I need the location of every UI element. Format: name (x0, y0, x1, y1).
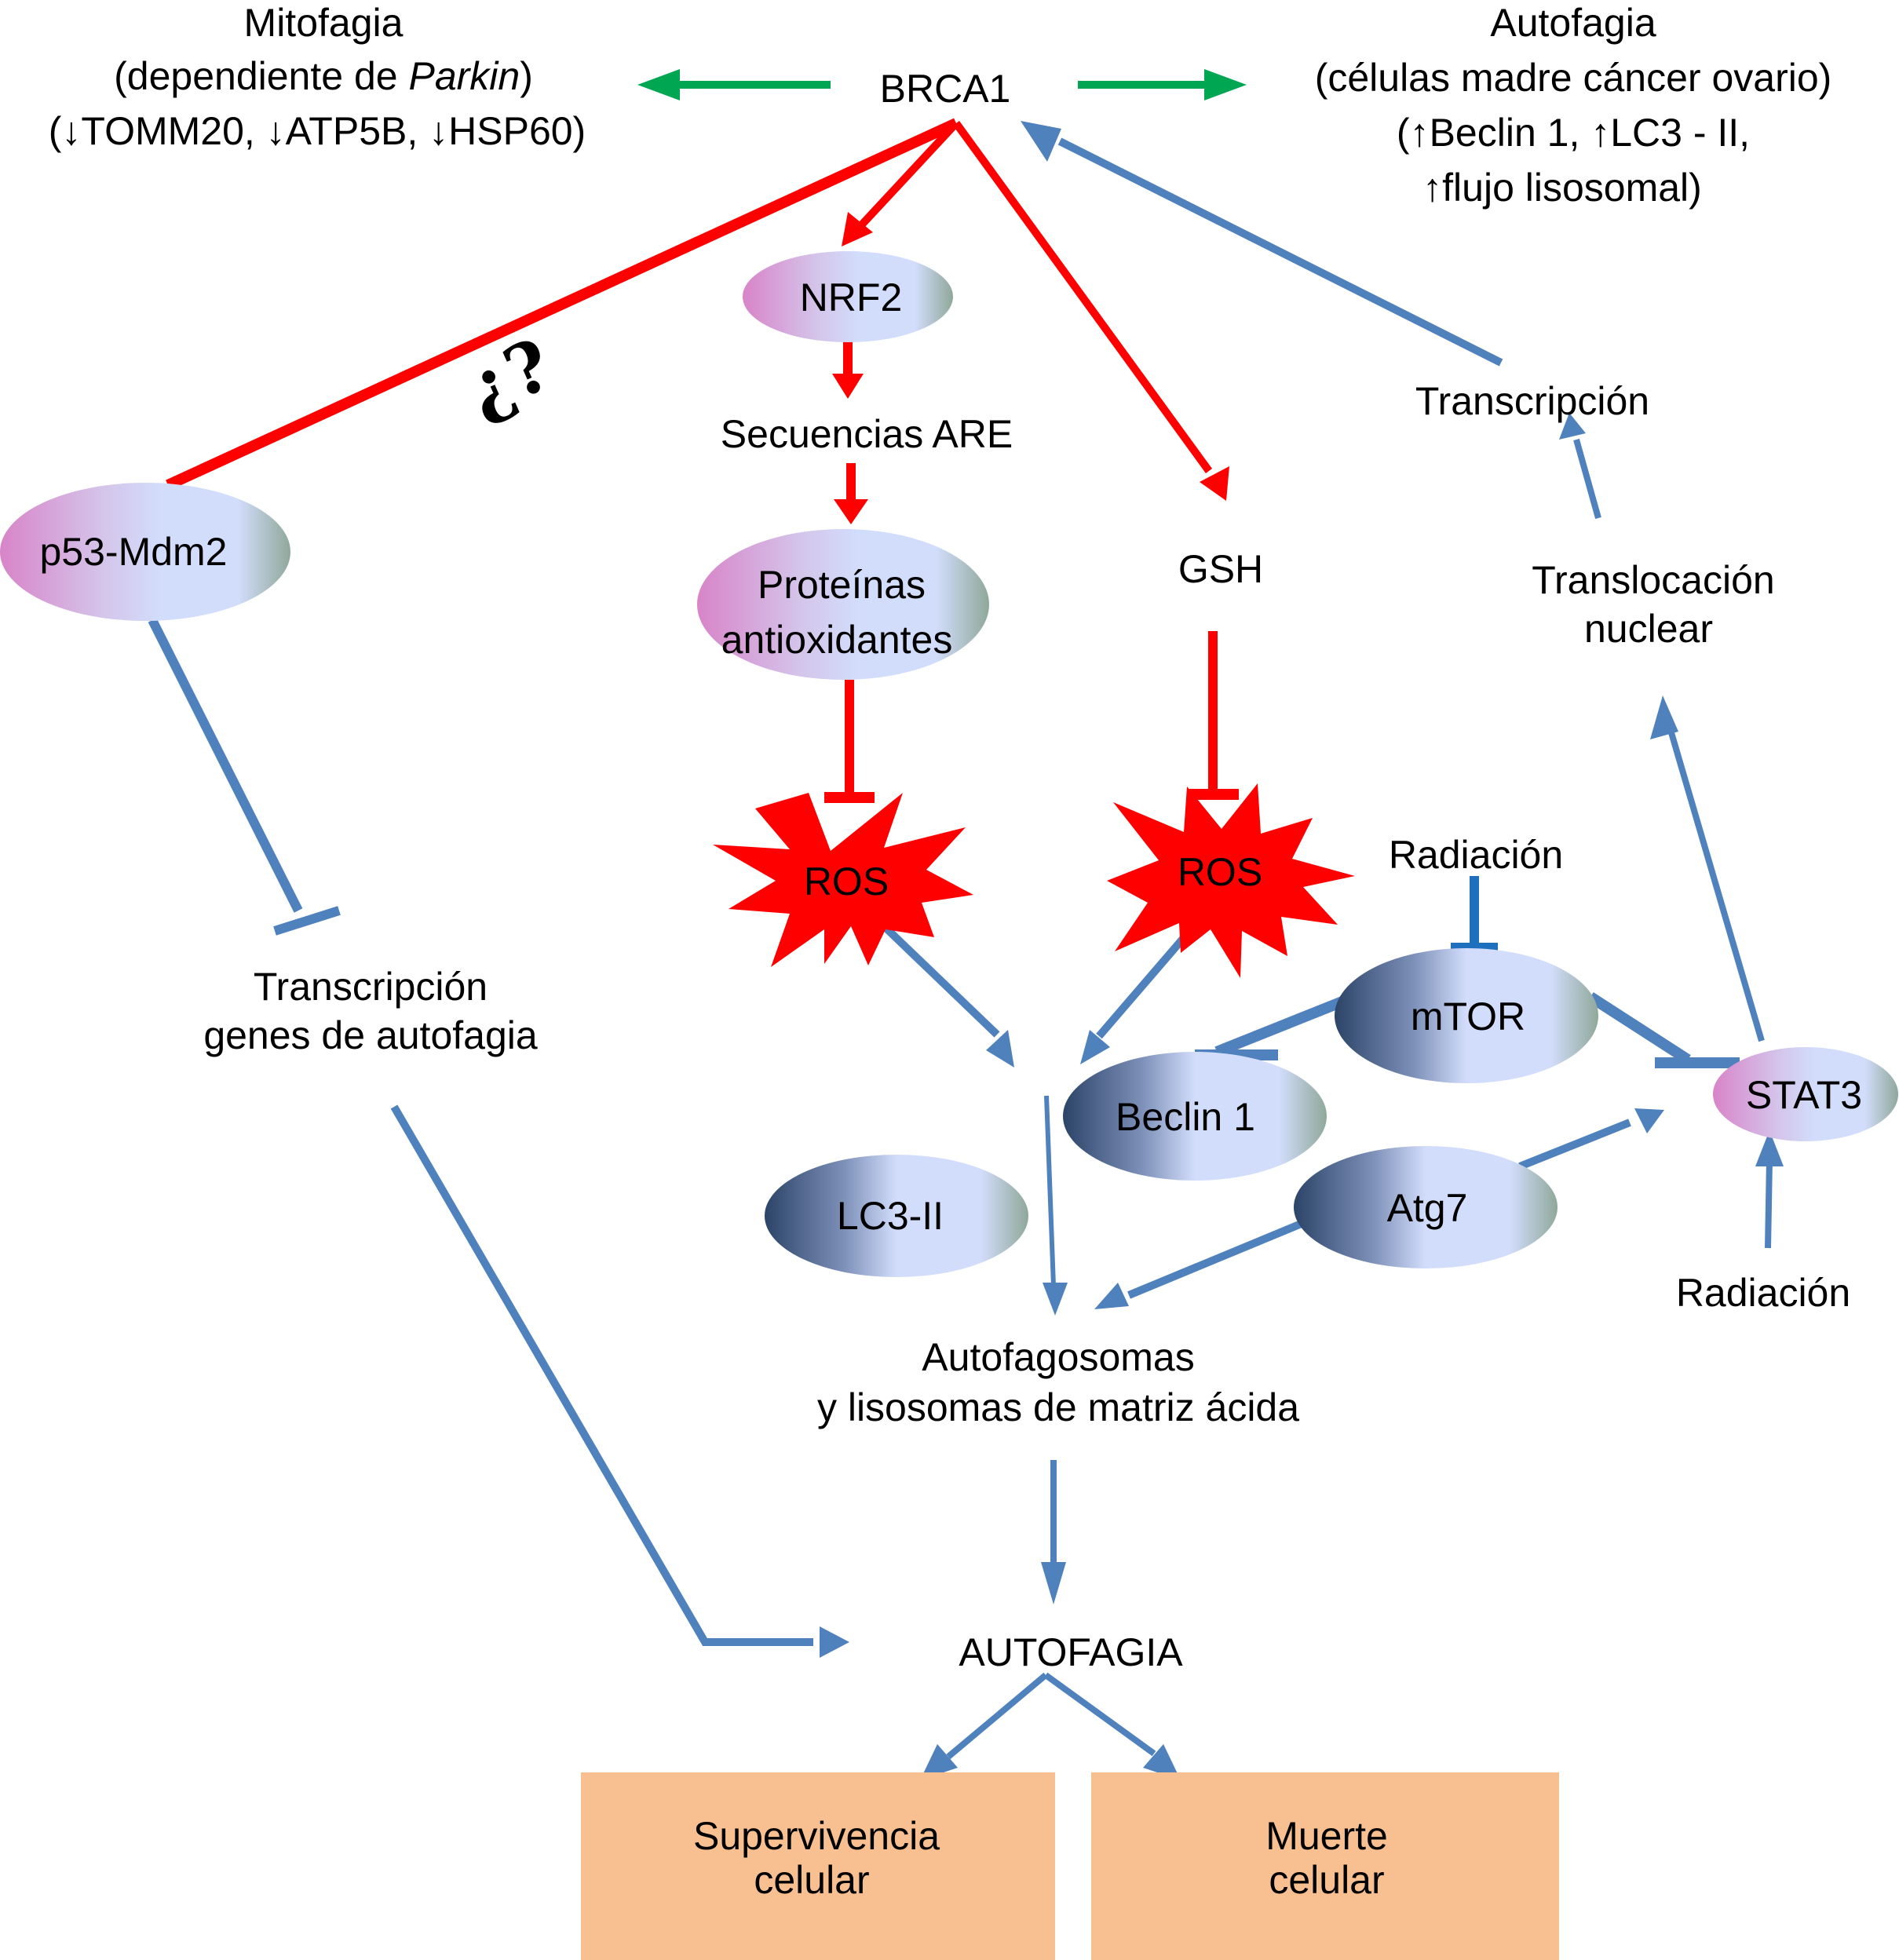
radiacion-top-label: Radiación (1389, 833, 1563, 877)
outcome-box-supervivencia (581, 1772, 1055, 1960)
mitofagia-label: Mitofagia (dependiente de Parkin) (↓TOMM… (49, 1, 586, 153)
edge-radiacion-inhibits-mtor (1451, 876, 1498, 954)
ros-1-label: ROS (804, 860, 889, 903)
node-ros-1: ROS (713, 793, 973, 967)
translocacion-line2: nuclear (1584, 607, 1713, 651)
edge-autofagia-to-supervivencia (920, 1672, 1048, 1780)
edge-brca1-to-gsh (952, 121, 1229, 501)
autofagia-label: AUTOFAGIA (959, 1630, 1183, 1674)
edge-nrf2-to-are (832, 341, 864, 399)
atg7-label: Atg7 (1387, 1186, 1468, 1230)
autofagia-ovario-flux: ↑flujo lisosomal) (1422, 166, 1702, 210)
outcome-supervivencia-celular: Supervivencia celular (581, 1772, 1055, 1960)
node-stat3: STAT3 (1713, 1047, 1898, 1141)
transcripcion-genes-line1: Transcripción (254, 965, 488, 1009)
mitofagia-markers: (↓TOMM20, ↓ATP5B, ↓HSP60) (49, 109, 586, 153)
node-mtor: mTOR (1335, 948, 1598, 1083)
edges (148, 69, 1784, 1780)
transcripcion-genes-label: Transcripción genes de autofagia (203, 965, 538, 1057)
translocacion-nuclear-label: Translocación nuclear (1532, 558, 1774, 651)
mitofagia-parkin-line: (dependiente de Parkin) (114, 54, 533, 98)
parkin-suffix: ) (520, 54, 533, 98)
secuencias-are-label: Secuencias ARE (721, 412, 1013, 456)
edge-atg7-to-autofagosomas (1094, 1219, 1305, 1309)
autofagosomas-line1: Autofagosomas (922, 1335, 1194, 1379)
parkin-prefix: (dependiente de (114, 54, 408, 98)
beclin-1-label: Beclin 1 (1116, 1095, 1255, 1139)
proteinas-label-line2: antioxidantes (721, 618, 953, 662)
autofagia-ovario-title: Autofagia (1490, 1, 1656, 45)
edge-are-to-proteinas (834, 463, 868, 524)
outcome-box-muerte (1091, 1772, 1559, 1960)
edge-brca1-to-autofagia-ovario (1078, 69, 1247, 100)
transcripcion-genes-line2: genes de autofagia (203, 1013, 538, 1057)
autofagia-ovario-label: Autofagia (células madre cáncer ovario) … (1315, 1, 1832, 210)
parkin-italic: Parkin (408, 54, 520, 98)
edge-transcripcion-genes-to-autofagia (390, 1104, 849, 1658)
supervivencia-line2: celular (754, 1858, 869, 1902)
edge-autofagia-to-muerte (1043, 1672, 1181, 1780)
edge-mtor-inhibits-beclin (1195, 996, 1345, 1060)
lc3-ii-label: LC3-II (837, 1194, 944, 1238)
node-atg7: Atg7 (1294, 1146, 1558, 1268)
gsh-label: GSH (1178, 547, 1263, 591)
ros-2-label: ROS (1178, 850, 1262, 894)
muerte-line1: Muerte (1265, 1814, 1388, 1858)
edge-gsh-inhibits-ros (1187, 631, 1239, 800)
node-p53-mdm2: p53-Mdm2 (0, 483, 290, 621)
edge-proteinas-inhibits-ros (824, 680, 875, 803)
uncertain-relation-mark: ¿? (455, 323, 564, 433)
node-ros-2: ROS (1107, 783, 1355, 978)
autofagia-ovario-markers: (↑Beclin 1, ↑LC3 - II, (1397, 111, 1750, 155)
supervivencia-line1: Supervivencia (693, 1814, 940, 1858)
outcome-muerte-celular: Muerte celular (1091, 1772, 1559, 1960)
muerte-line2: celular (1269, 1858, 1384, 1902)
proteinas-label-line1: Proteínas (758, 563, 926, 607)
edge-brca1-to-nrf2 (842, 120, 959, 246)
p53-mdm2-label: p53-Mdm2 (40, 530, 228, 574)
ros-star-2 (1107, 783, 1355, 978)
edge-translocacion-to-transcripcion (1559, 413, 1601, 520)
autofagosomas-line2: y lisosomas de matriz ácida (817, 1385, 1299, 1429)
edge-atg7-to-stat3 (1518, 1108, 1664, 1170)
edge-stat3-to-translocacion (1650, 695, 1765, 1042)
autofagosomas-label: Autofagosomas y lisosomas de matriz ácid… (817, 1335, 1299, 1429)
edge-p53-inhibits-transcripcion (148, 618, 341, 936)
brca1-label: BRCA1 (880, 67, 1011, 111)
edge-brca1-to-p53-uncertain (166, 118, 959, 491)
ros-star-1 (713, 793, 973, 967)
mitofagia-title: Mitofagia (244, 1, 404, 45)
edge-autofagosomas-to-autofagia (1041, 1460, 1066, 1604)
edge-brca1-to-mitofagia (637, 69, 831, 100)
node-nrf2: NRF2 (743, 251, 953, 342)
node-lc3-ii: LC3-II (765, 1155, 1028, 1277)
stat3-label: STAT3 (1746, 1073, 1862, 1117)
autofagia-ovario-subtitle: (células madre cáncer ovario) (1315, 56, 1832, 100)
edge-beclin-to-autofagosomas (1043, 1095, 1068, 1316)
edge-ros1-to-autofagosomas (878, 920, 1014, 1068)
transcripcion-right-label: Transcripción (1415, 379, 1649, 423)
node-beclin-1: Beclin 1 (1063, 1052, 1327, 1181)
node-proteinas-antioxidantes: Proteínas antioxidantes (697, 529, 989, 680)
edge-transcripcion-to-brca1 (1021, 121, 1503, 367)
edge-mtor-inhibits-stat3 (1587, 992, 1740, 1068)
mtor-label: mTOR (1411, 995, 1525, 1038)
radiacion-bottom-label: Radiación (1676, 1271, 1850, 1315)
edge-radiacion-to-stat3 (1755, 1130, 1784, 1249)
translocacion-line1: Translocación (1532, 558, 1774, 602)
nrf2-label: NRF2 (800, 276, 903, 319)
